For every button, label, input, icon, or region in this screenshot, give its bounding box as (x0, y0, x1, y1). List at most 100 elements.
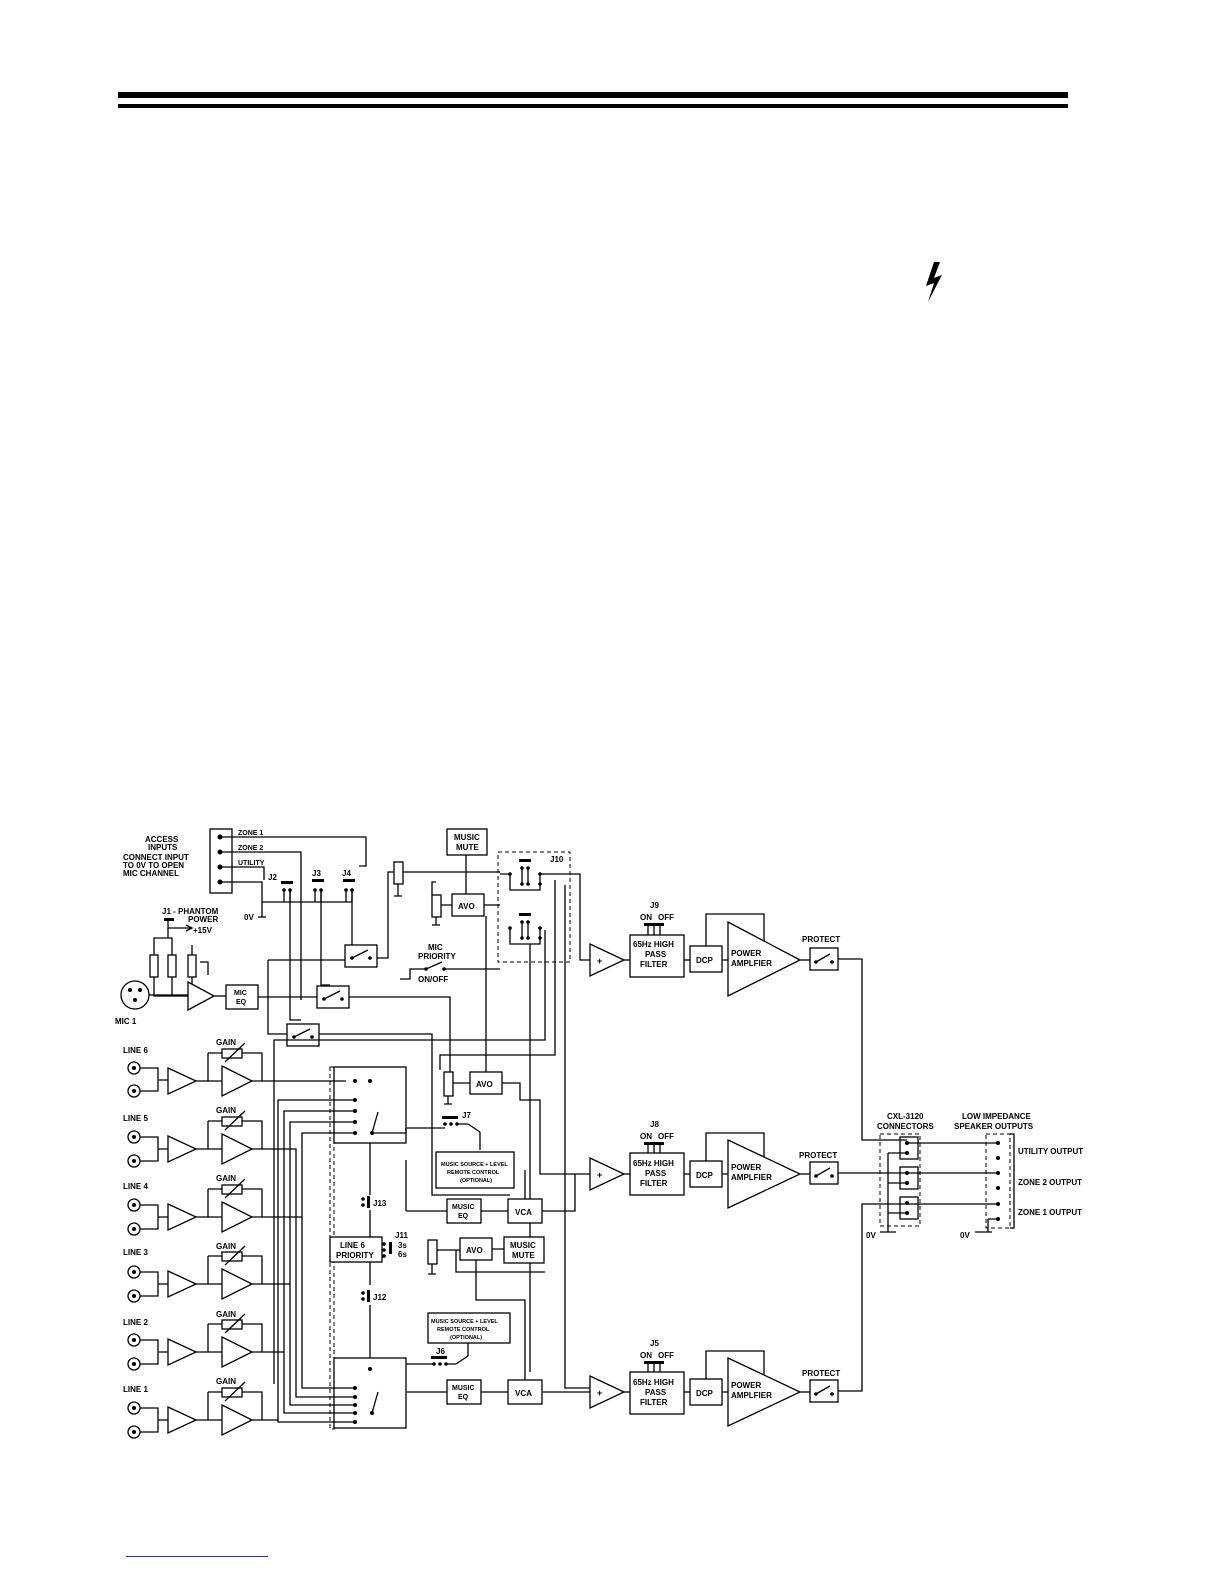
dcp-zone1 (689, 1378, 723, 1406)
label-mic-priority-2: PRIORITY (418, 952, 456, 961)
label-protect-utility: PROTECT (802, 935, 840, 944)
label-access-note-3: MIC CHANNEL (123, 869, 179, 878)
label-line4: LINE 4 (123, 1182, 148, 1191)
label-j10: J10 (550, 855, 564, 864)
label-hpf-zone1-2: PASS (645, 1388, 667, 1397)
access-input-connector (209, 828, 233, 894)
label-line3: LINE 3 (123, 1248, 148, 1257)
power-amp-zone2 (727, 1138, 802, 1210)
label-access-inputs: ACCESS (145, 835, 179, 844)
label-hpf-zone2: 65Hz HIGH (633, 1159, 674, 1168)
label-music-eq-zone2-2: EQ (458, 1213, 469, 1220)
label-zone1-input: ZONE 1 (238, 830, 263, 837)
label-power-amp-utility: POWER (731, 949, 761, 958)
label-remote-zone1-2: REMOTE CONTROL (437, 1327, 490, 1333)
mic1-xlr-connector (120, 980, 150, 1010)
j11-jumper (389, 1242, 392, 1254)
remote-control-zone2 (435, 1151, 515, 1189)
label-hpf-zone1: 65Hz HIGH (633, 1378, 674, 1387)
j13-jumper (367, 1196, 370, 1208)
label-line6-priority: LINE 6 (340, 1241, 365, 1250)
label-mic-priority: MIC (428, 943, 443, 952)
label-0v-speaker: 0V (960, 1231, 970, 1240)
label-utility-output: UTILITY OUTPUT (1018, 1147, 1083, 1156)
label-avo-top: AVO (458, 902, 475, 911)
label-6s: 6s (398, 1250, 407, 1259)
label-0v-access: 0V (244, 913, 254, 922)
remote-control-zone1 (427, 1312, 511, 1344)
label-plus-zone1: + (597, 1388, 602, 1398)
label-j6: J6 (436, 1347, 445, 1356)
label-vca-zone2: VCA (515, 1208, 532, 1217)
label-dcp-zone2: DCP (696, 1171, 714, 1180)
label-low-impedance: LOW IMPEDANCE (962, 1112, 1032, 1121)
label-remote-zone2-2: REMOTE CONTROL (447, 1170, 500, 1176)
hpf-zone1 (629, 1371, 685, 1415)
summing-amp-utility (589, 942, 626, 978)
label-3s: 3s (398, 1241, 407, 1250)
label-j4: J4 (342, 869, 351, 878)
label-j3: J3 (312, 869, 321, 878)
label-dcp-zone1: DCP (696, 1389, 714, 1398)
protect-relay-zone1 (809, 1379, 839, 1403)
label-j5-off: OFF (658, 1351, 674, 1360)
label-j7: J7 (462, 1111, 471, 1120)
level-pot-zone1 (427, 1239, 438, 1265)
label-zone2-input: ZONE 2 (238, 845, 263, 852)
label-music-mute-top-2: MUTE (456, 843, 479, 852)
line6-priority-block (329, 1236, 383, 1263)
avo-pot-top (431, 894, 442, 918)
label-line6: LINE 6 (123, 1046, 148, 1055)
label-mic-eq: MIC (234, 990, 247, 997)
speaker-output-terminal (985, 1133, 1011, 1229)
label-hpf-utility-2: PASS (645, 950, 667, 959)
label-j1-phantom: J1 - PHANTOM (162, 907, 219, 916)
label-power-amp-utility-2: AMPLFIER (731, 959, 772, 968)
label-gain-line6: GAIN (216, 1038, 236, 1047)
label-power-amp-zone2-2: AMPLFIER (731, 1173, 772, 1182)
header-rule-thick (118, 92, 1068, 98)
label-on-off-mic: ON/OFF (418, 975, 448, 984)
mic-utility-switch (316, 985, 350, 1009)
label-access-note-2: TO 0V TO OPEN (123, 861, 184, 870)
label-j9-off: OFF (658, 913, 674, 922)
label-gain-line3: GAIN (216, 1242, 236, 1251)
label-access-inputs-2: INPUTS (148, 843, 178, 852)
label-gain-line1: GAIN (216, 1377, 236, 1386)
mic-eq-block (225, 984, 259, 1010)
power-amp-zone1 (727, 1356, 802, 1428)
j10-jumper-area (497, 851, 571, 963)
label-j8-off: OFF (658, 1132, 674, 1141)
label-avo-zone1: AVO (466, 1246, 483, 1255)
summing-amp-zone2 (589, 1156, 626, 1192)
label-avo-zone2: AVO (476, 1080, 493, 1089)
label-j5: J5 (650, 1339, 659, 1348)
label-j13: J13 (373, 1199, 387, 1208)
label-power-amp-zone2: POWER (731, 1163, 761, 1172)
label-remote-zone1: MUSIC SOURCE + LEVEL (431, 1319, 498, 1325)
label-gain-line2: GAIN (216, 1310, 236, 1319)
label-line5: LINE 5 (123, 1114, 148, 1123)
label-music-eq-zone2: MUSIC (452, 1204, 475, 1211)
label-gain-line4: GAIN (216, 1174, 236, 1183)
label-line6-priority-2: PRIORITY (336, 1251, 374, 1260)
hpf-utility (629, 934, 685, 978)
mic-zone2-switch (286, 1023, 320, 1047)
label-gain-line5: GAIN (216, 1106, 236, 1115)
label-j11: J11 (395, 1231, 408, 1240)
mic-zone-switch (344, 944, 378, 968)
label-j2: J2 (268, 873, 277, 882)
label-zone2-output: ZONE 2 OUTPUT (1018, 1178, 1082, 1187)
protect-relay-utility (809, 947, 839, 971)
label-hpf-utility: 65Hz HIGH (633, 940, 674, 949)
label-vca-zone1: VCA (515, 1389, 532, 1398)
label-low-impedance-2: SPEAKER OUTPUTS (954, 1122, 1034, 1131)
label-hpf-zone2-3: FILTER (640, 1179, 668, 1188)
label-cxl3120-2: CONNECTORS (877, 1122, 934, 1131)
resistor-2 (167, 954, 177, 978)
summing-amp-zone1 (589, 1374, 626, 1410)
level-pot-top (393, 861, 404, 885)
label-music-eq-zone1-2: EQ (458, 1394, 469, 1401)
